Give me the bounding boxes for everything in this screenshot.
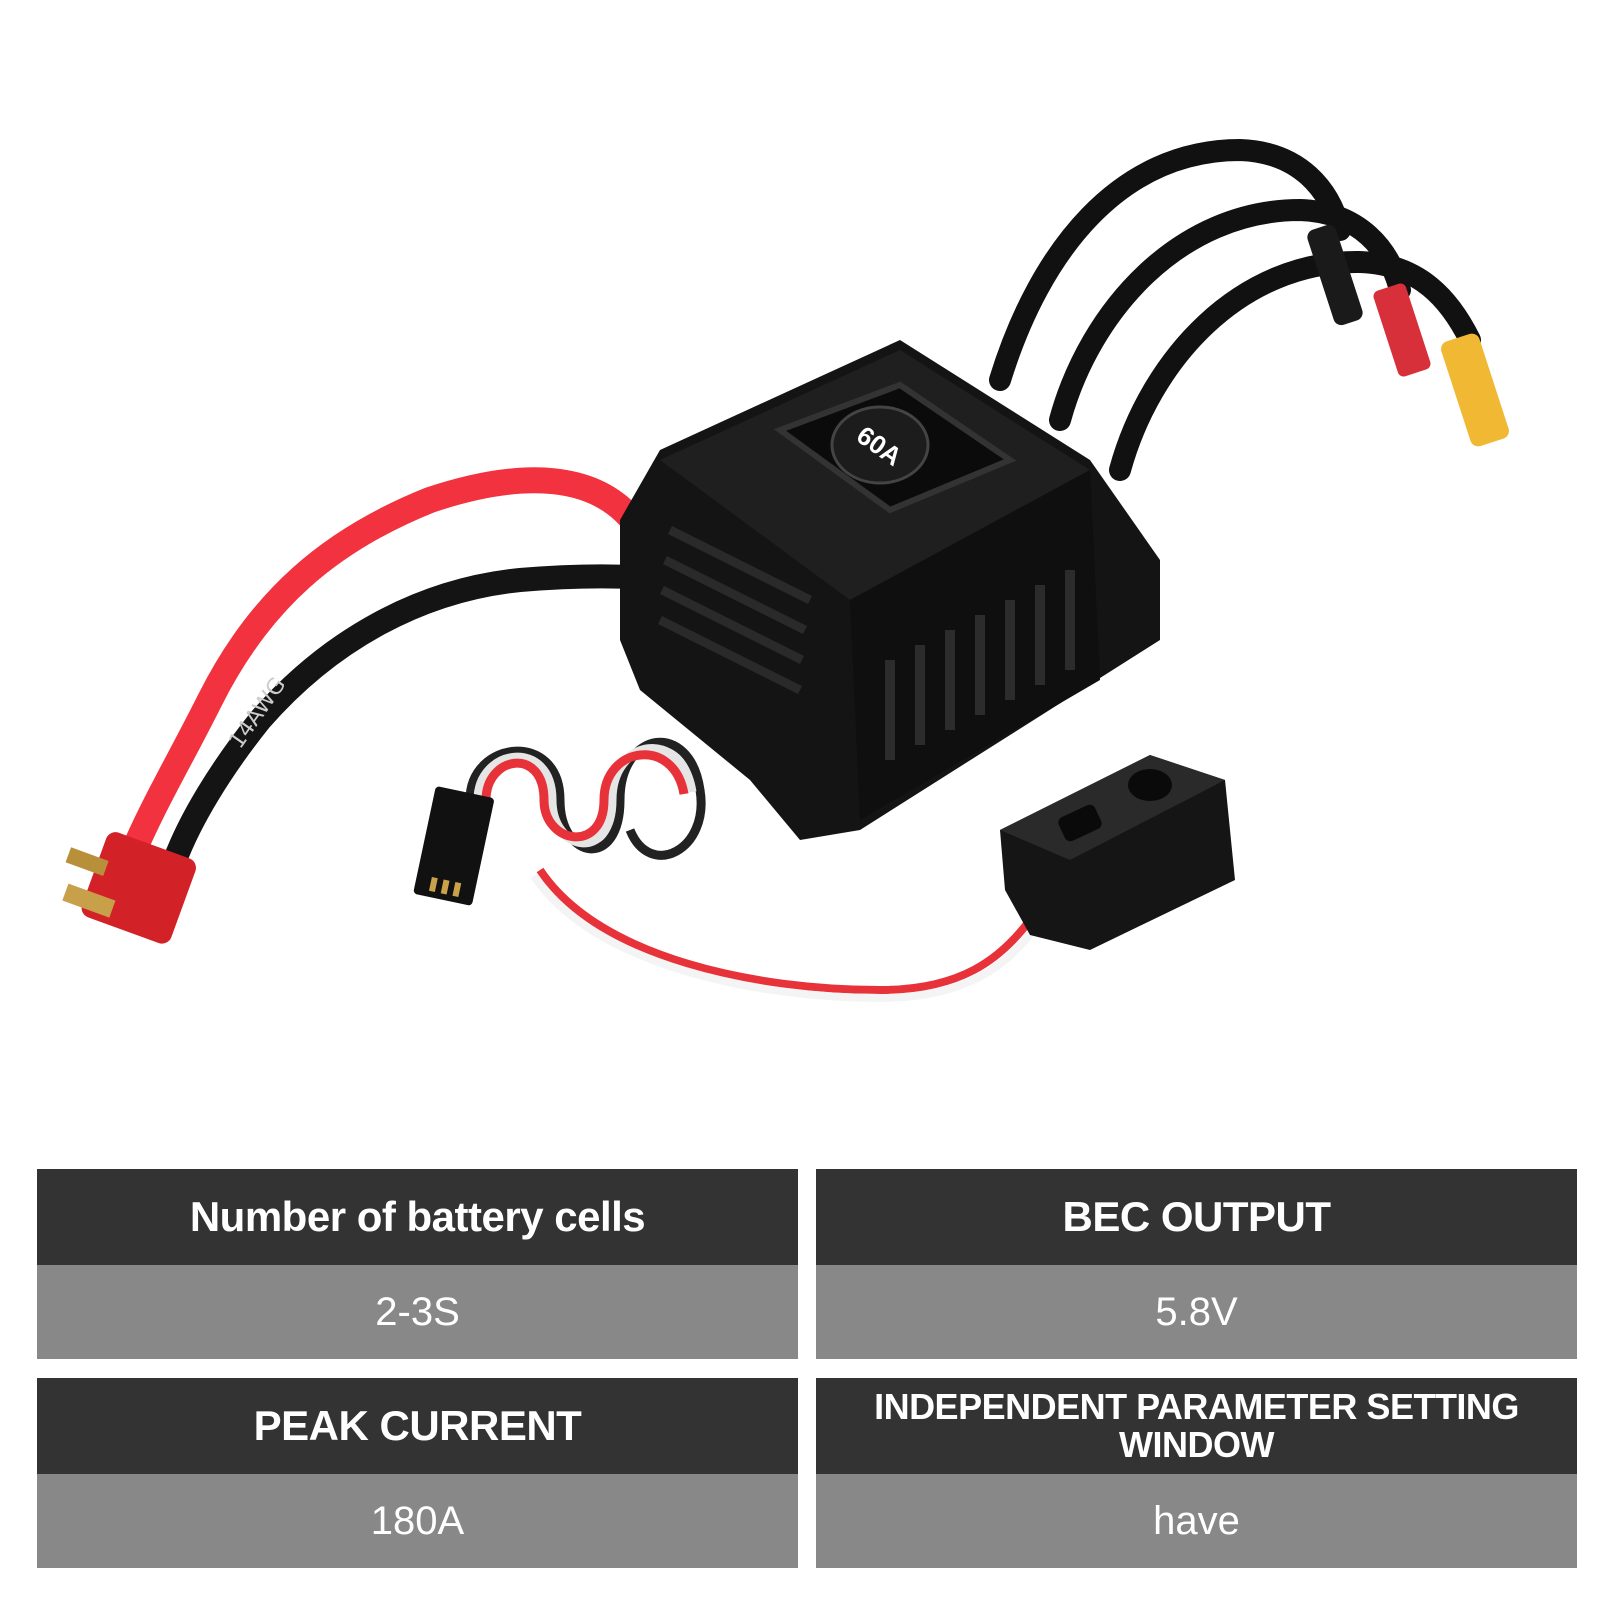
- power-switch: [1000, 755, 1235, 950]
- t-plug-connector: [62, 832, 196, 944]
- spec-battery-cells: Number of battery cells 2-3S: [37, 1169, 798, 1359]
- cooling-fan: 60A: [773, 381, 1017, 514]
- spec-value: 180A: [37, 1474, 798, 1568]
- spec-value: 2-3S: [37, 1265, 798, 1359]
- battery-wire-red: [117, 467, 653, 873]
- spec-label: INDEPENDENT PARAMETER SETTING WINDOW: [816, 1378, 1577, 1474]
- spec-label: Number of battery cells: [37, 1169, 798, 1265]
- spec-value: 5.8V: [816, 1265, 1577, 1359]
- signal-cable-coil: [465, 737, 1040, 1003]
- spec-label: PEAK CURRENT: [37, 1378, 798, 1474]
- bullet-connectors: [1307, 224, 1509, 447]
- spec-label: BEC OUTPUT: [816, 1169, 1577, 1265]
- spec-bec-output: BEC OUTPUT 5.8V: [816, 1169, 1577, 1359]
- spec-value: have: [816, 1474, 1577, 1568]
- spec-parameter-window: INDEPENDENT PARAMETER SETTING WINDOW hav…: [816, 1378, 1577, 1568]
- esc-body: 60A: [620, 340, 1160, 840]
- servo-plug: [413, 786, 494, 906]
- product-photo: 14AWG: [62, 138, 1509, 1003]
- spec-peak-current: PEAK CURRENT 180A: [37, 1378, 798, 1568]
